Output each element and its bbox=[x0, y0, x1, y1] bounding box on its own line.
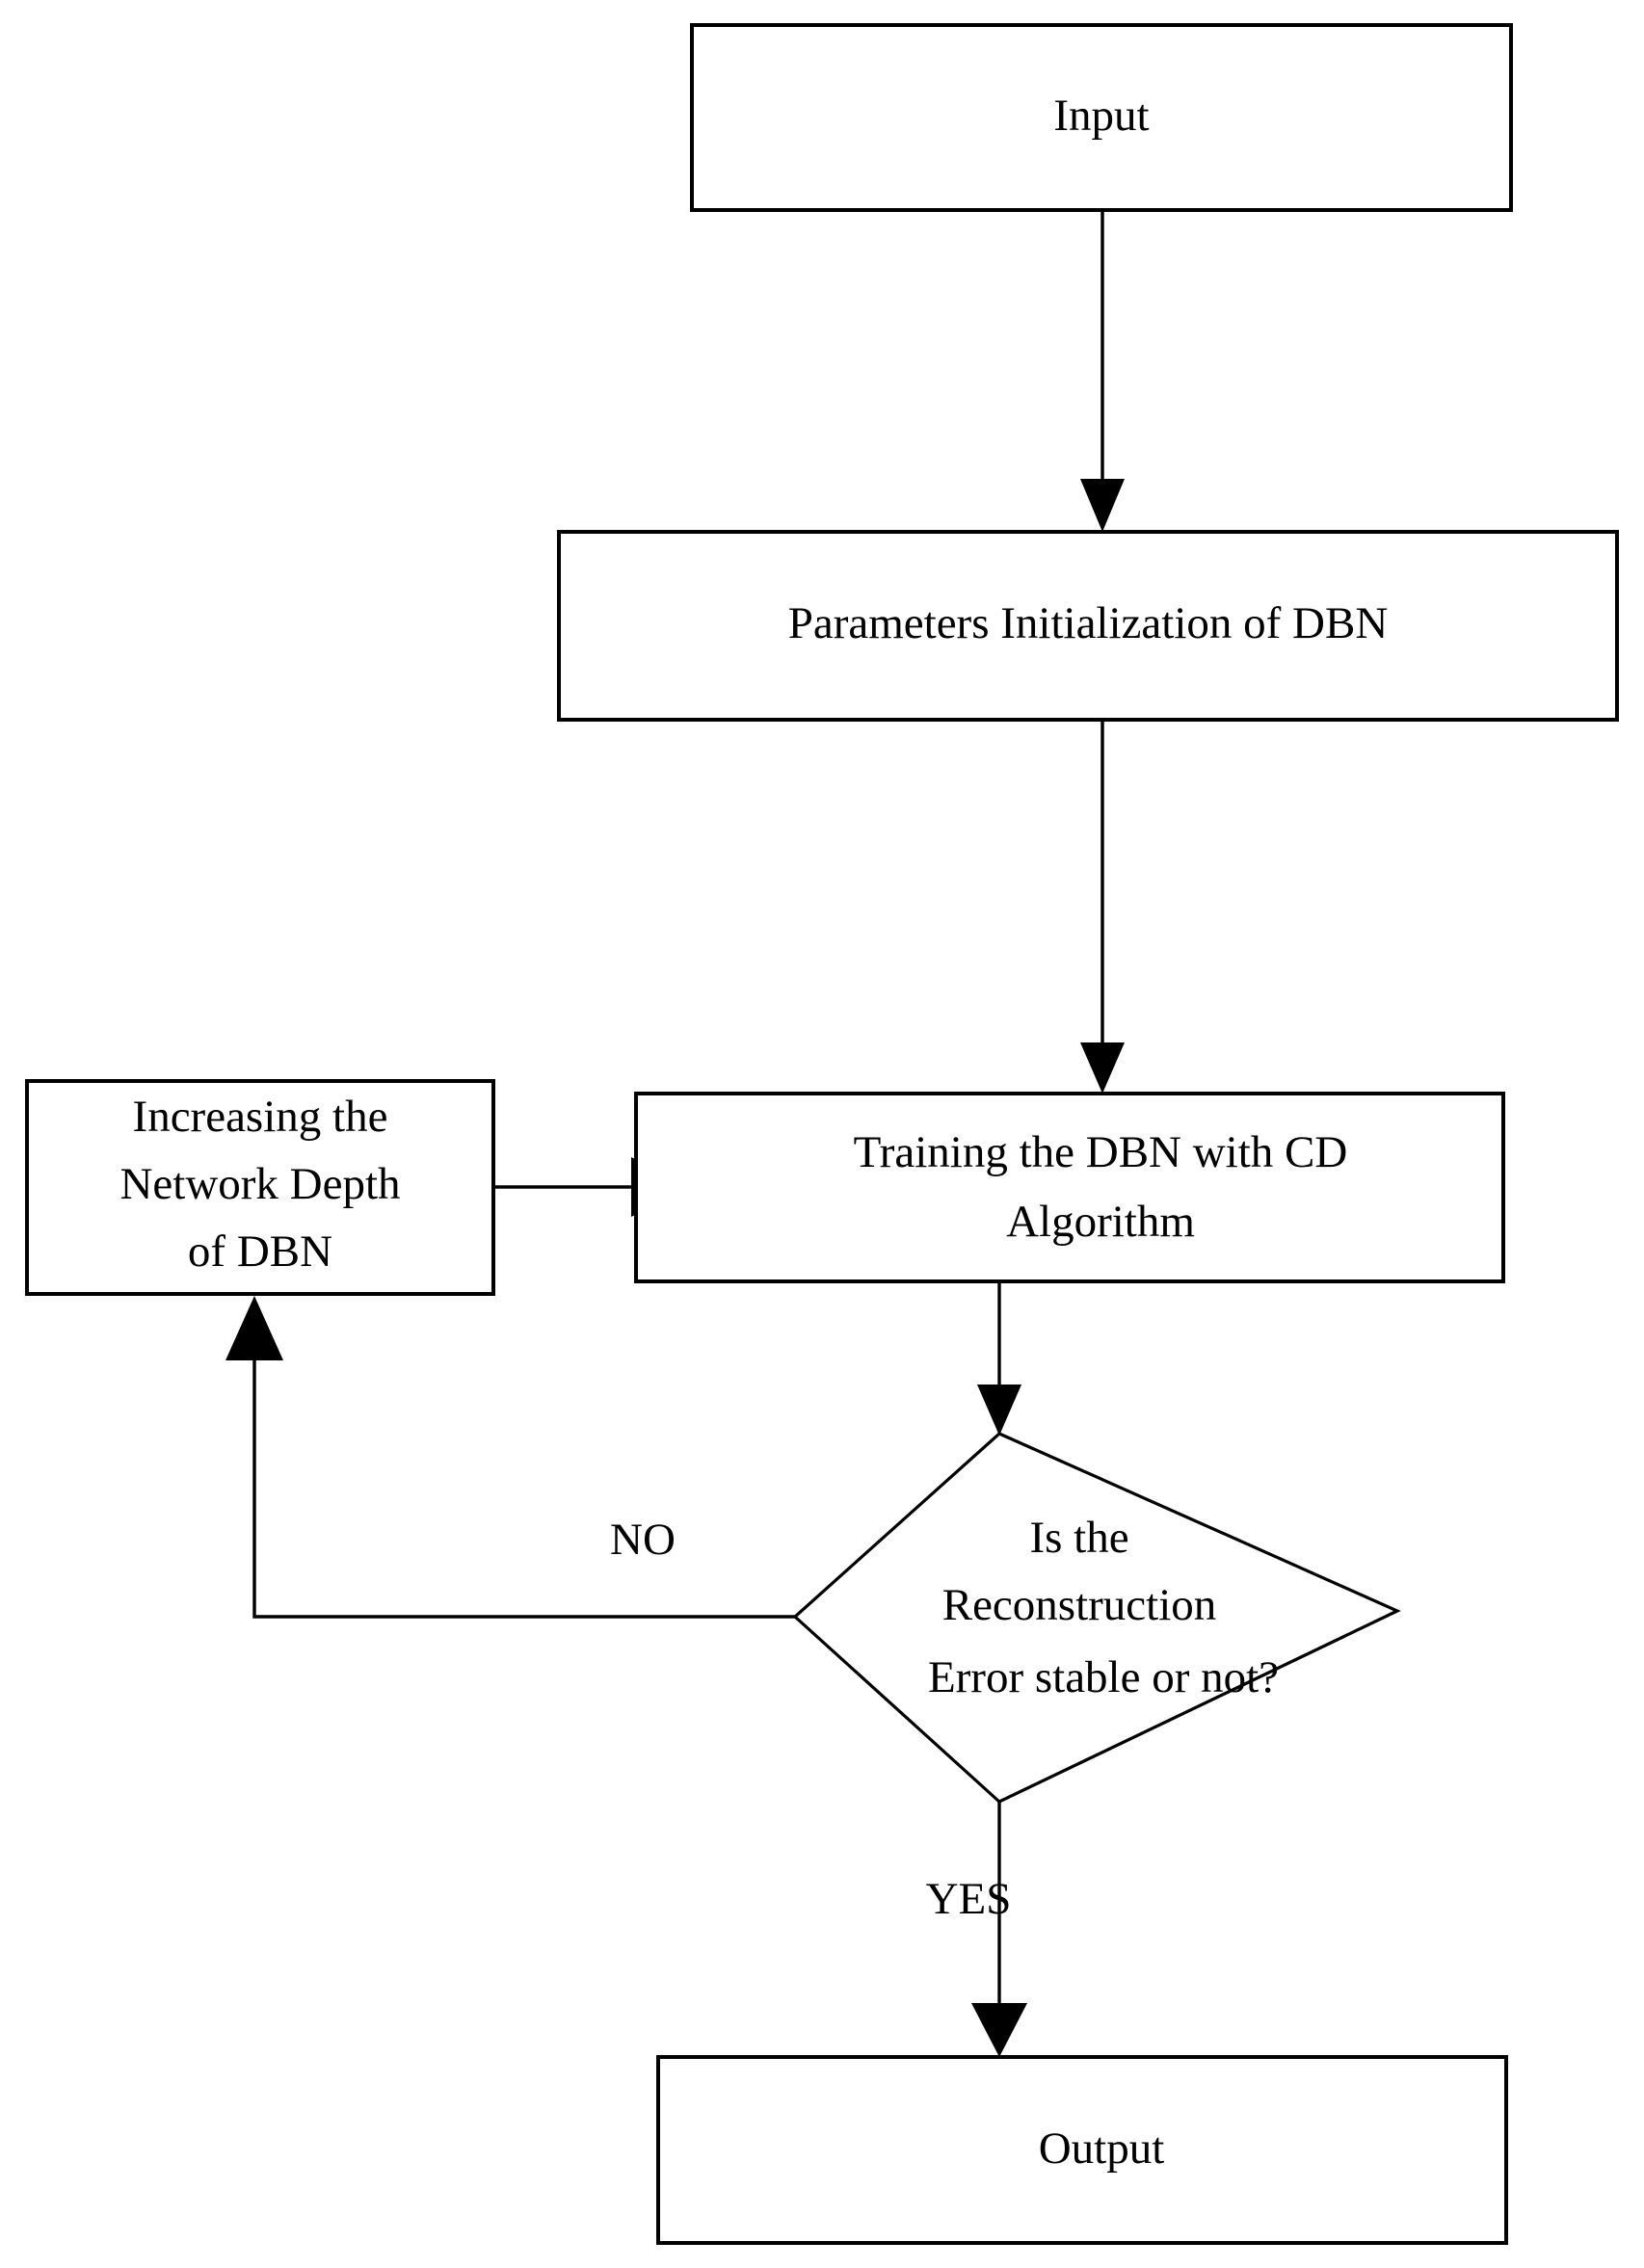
node-increase-depth-label-line1: Increasing the bbox=[133, 1092, 388, 1142]
arrowhead-down-into-train bbox=[1080, 1042, 1125, 1094]
node-output-label: Output bbox=[1039, 2123, 1165, 2174]
edge-train-to-decision bbox=[977, 1281, 1021, 1436]
node-output[interactable]: Output bbox=[656, 2055, 1508, 2245]
node-increase-depth-rect[interactable] bbox=[25, 1079, 495, 1296]
edge-decision-no-path bbox=[252, 1354, 795, 1619]
edge-params-to-train bbox=[1080, 720, 1125, 1094]
edge-decision-no-to-increase bbox=[225, 1296, 795, 1619]
node-output-rect[interactable] bbox=[656, 2055, 1508, 2245]
node-decision[interactable]: Is the Reconstruction Error stable or no… bbox=[792, 1432, 1401, 1804]
node-decision-diamond[interactable] bbox=[792, 1432, 1401, 1804]
edge-label-yes: YES bbox=[926, 1874, 1012, 1924]
node-input-label: Input bbox=[1053, 91, 1149, 141]
node-input[interactable]: Input bbox=[690, 23, 1513, 212]
node-train-dbn[interactable]: Training the DBN with CD Algorithm bbox=[634, 1092, 1505, 1283]
node-decision-label-line1: Is the bbox=[1029, 1513, 1128, 1563]
arrowhead-down-into-output bbox=[971, 2003, 1027, 2057]
node-increase-depth[interactable]: Increasing the Network Depth of DBN bbox=[25, 1079, 495, 1296]
node-train-dbn-label-line2: Algorithm bbox=[1006, 1197, 1195, 1247]
node-decision-label-line3: Error stable or not? bbox=[928, 1652, 1279, 1702]
node-params-init-label: Parameters Initialization of DBN bbox=[788, 598, 1389, 648]
node-decision-label-line2: Reconstruction bbox=[942, 1580, 1217, 1630]
arrowhead-down-into-decision bbox=[977, 1385, 1021, 1436]
arrowhead-down-into-params bbox=[1080, 479, 1125, 532]
edge-input-to-params bbox=[1080, 210, 1125, 532]
node-increase-depth-label-line3: of DBN bbox=[188, 1226, 332, 1277]
node-params-init-rect[interactable] bbox=[557, 530, 1619, 722]
node-train-dbn-label-line1: Training the DBN with CD bbox=[854, 1127, 1348, 1177]
edge-decision-yes-to-output bbox=[971, 1802, 1027, 2057]
node-input-rect[interactable] bbox=[690, 23, 1513, 212]
edge-label-no: NO bbox=[610, 1515, 676, 1565]
arrowhead-up-into-increase bbox=[225, 1296, 283, 1360]
node-params-init[interactable]: Parameters Initialization of DBN bbox=[557, 530, 1619, 722]
node-increase-depth-label-line2: Network Depth bbox=[119, 1159, 400, 1209]
node-train-dbn-rect[interactable] bbox=[634, 1092, 1505, 1283]
